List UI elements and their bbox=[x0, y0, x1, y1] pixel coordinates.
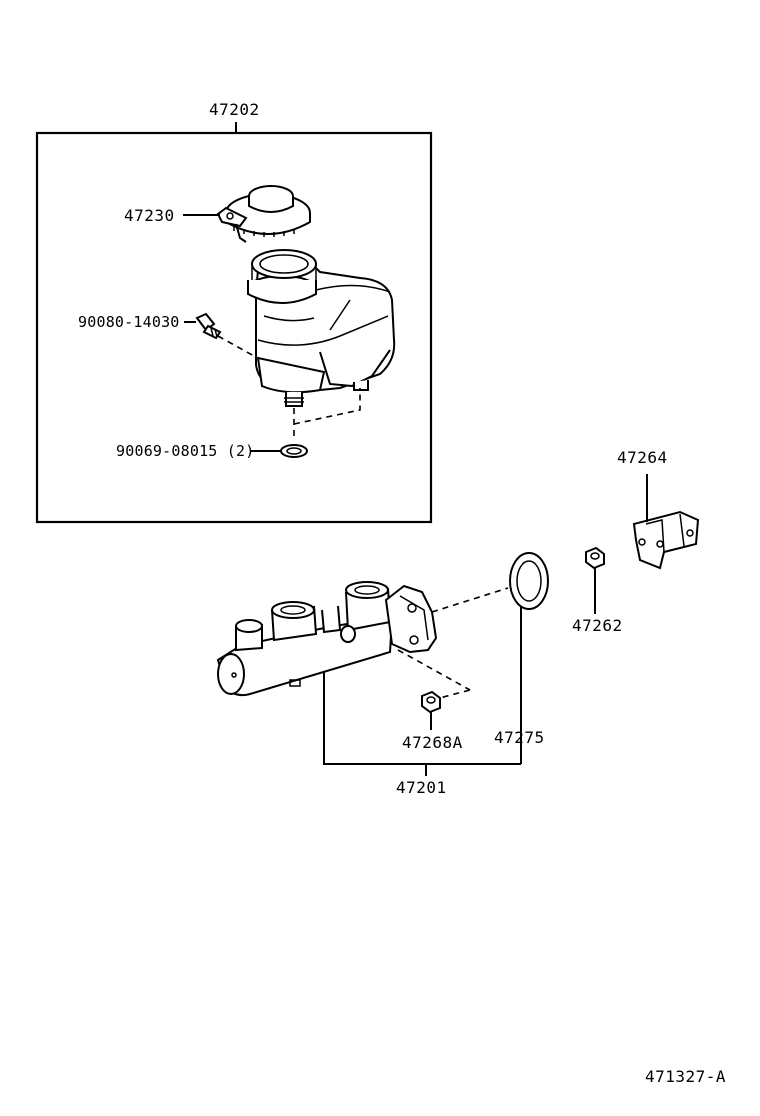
label-47275: 47275 bbox=[494, 728, 545, 747]
grommet-dash bbox=[293, 388, 361, 440]
bracket-47264 bbox=[632, 510, 700, 570]
seal-47275 bbox=[509, 552, 549, 610]
cylinder-dash bbox=[397, 649, 471, 691]
label-47268a: 47268A bbox=[402, 733, 463, 752]
screw-90080 bbox=[195, 312, 222, 340]
reservoir-assembly-box bbox=[35, 131, 433, 524]
screw-dash bbox=[217, 335, 255, 357]
nut-47262 bbox=[585, 546, 605, 570]
label-47262: 47262 bbox=[572, 616, 623, 635]
seal-dash bbox=[431, 587, 509, 613]
label-90080-14030: 90080-14030 bbox=[78, 313, 180, 331]
grommet-90069 bbox=[280, 444, 308, 458]
label-47201: 47201 bbox=[396, 778, 447, 797]
label-47264: 47264 bbox=[617, 448, 668, 467]
diagram-reference-code: 471327-A bbox=[645, 1067, 727, 1086]
label-47230: 47230 bbox=[124, 206, 175, 225]
master-cylinder bbox=[216, 581, 438, 697]
reservoir-body bbox=[247, 249, 396, 407]
label-47202: 47202 bbox=[209, 100, 260, 119]
label-90069-08015: 90069-08015 (2) bbox=[116, 442, 255, 460]
reservoir-cap bbox=[216, 185, 311, 243]
leader-47201 bbox=[323, 672, 521, 776]
nut-47268a bbox=[421, 690, 441, 714]
